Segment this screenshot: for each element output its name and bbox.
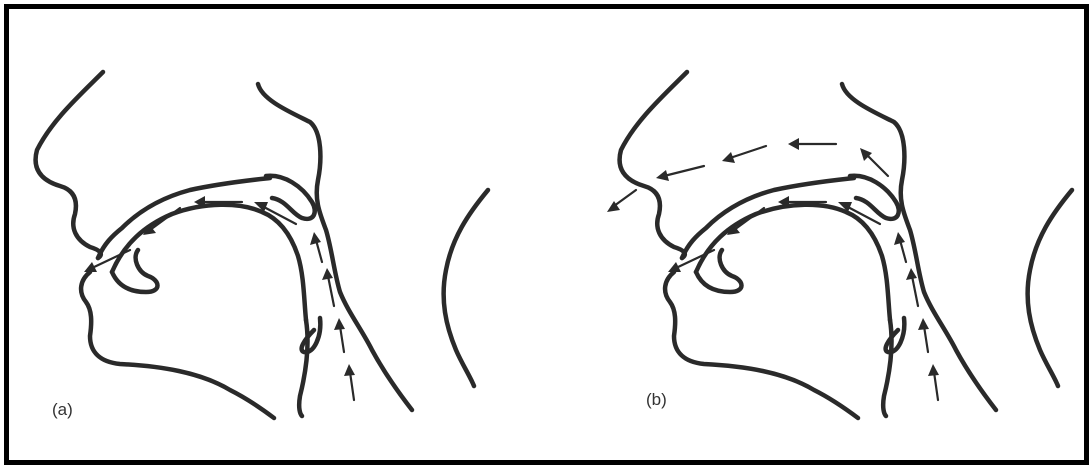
vocal-tract-outline-a	[36, 72, 488, 418]
panel-b-diagram	[607, 72, 1072, 418]
panel-a-label: (a)	[52, 400, 73, 420]
vocal-tract-outline-b	[620, 72, 1072, 418]
panel-a-diagram	[36, 72, 488, 418]
panel-b-label: (b)	[646, 390, 667, 410]
